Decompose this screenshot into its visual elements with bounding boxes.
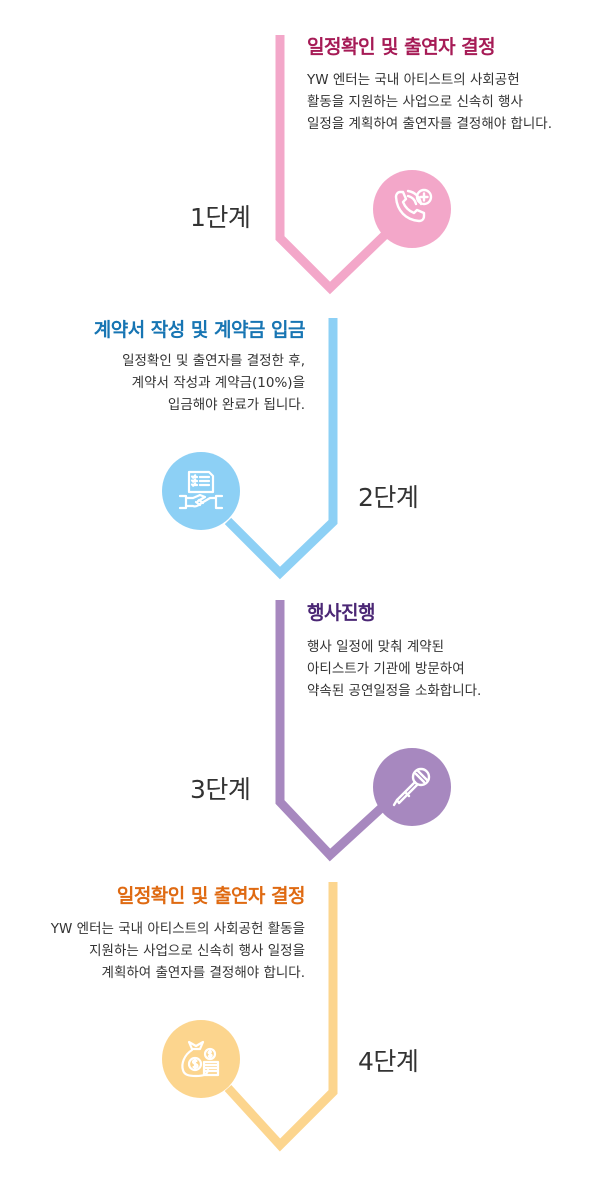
step-3-title: 행사진행	[307, 602, 375, 624]
step-2-line-2: 계약서 작성과 계약금(10%)을	[131, 375, 305, 391]
step-4-line-1: YW 엔터는 국내 아티스트의 사회공헌 활동을	[50, 921, 305, 937]
step-1-title: 일정확인 및 출연자 결정	[307, 36, 496, 58]
timeline-segment-2	[224, 318, 338, 580]
step-3-icon-circle	[373, 748, 451, 826]
step-4-label: 4단계	[358, 1047, 419, 1076]
timeline-segment-3	[275, 600, 394, 862]
step-3-description: 행사 일정에 맞춰 계약된 아티스트가 기관에 방문하여 약속된 공연일정을 소…	[307, 636, 481, 702]
timeline-segment-4	[224, 882, 338, 1152]
step-1-line-1: YW 엔터는 국내 아티스트의 사회공헌	[307, 72, 520, 88]
step-1-description: YW 엔터는 국내 아티스트의 사회공헌 활동을 지원하는 사업으로 신속히 행…	[307, 69, 552, 135]
step-4-description: YW 엔터는 국내 아티스트의 사회공헌 활동을 지원하는 사업으로 신속히 행…	[51, 918, 305, 984]
money-bag-icon	[181, 1040, 220, 1078]
step-1-line-2: 활동을 지원하는 사업으로 신속히 행사	[307, 94, 523, 110]
timeline-segment-1	[275, 35, 392, 295]
step-2-line-3: 입금해야 완료가 됩니다.	[167, 397, 305, 413]
step-2-description: 일정확인 및 출연자를 결정한 후, 계약서 작성과 계약금(10%)을 입금해…	[122, 350, 305, 416]
contract-handshake-icon	[178, 470, 224, 510]
step-3-line-1: 행사 일정에 맞춰 계약된	[307, 639, 445, 655]
step-2-label: 2단계	[358, 483, 419, 512]
step-1-line-3: 일정을 계획하여 출연자를 결정해야 합니다.	[307, 116, 553, 132]
step-2-line-1: 일정확인 및 출연자를 결정한 후,	[122, 353, 305, 369]
step-4-title: 일정확인 및 출연자 결정	[116, 885, 306, 907]
step-4-line-2: 지원하는 사업으로 신속히 행사 일정을	[89, 943, 305, 959]
phone-plus-icon	[394, 188, 433, 223]
step-2-title: 계약서 작성 및 계약금 입금	[93, 319, 306, 341]
step-4-icon-circle	[162, 1020, 240, 1098]
step-1-icon-circle	[373, 170, 451, 248]
step-2-icon-circle	[162, 452, 240, 530]
step-1-label: 1단계	[190, 203, 251, 232]
microphone-icon	[392, 767, 431, 807]
step-4-line-3: 계획하여 출연자를 결정해야 합니다.	[101, 965, 305, 981]
step-3-line-2: 아티스트가 기관에 방문하여	[307, 661, 465, 677]
step-3-line-3: 약속된 공연일정을 소화합니다.	[307, 683, 482, 699]
step-3-label: 3단계	[190, 775, 251, 804]
